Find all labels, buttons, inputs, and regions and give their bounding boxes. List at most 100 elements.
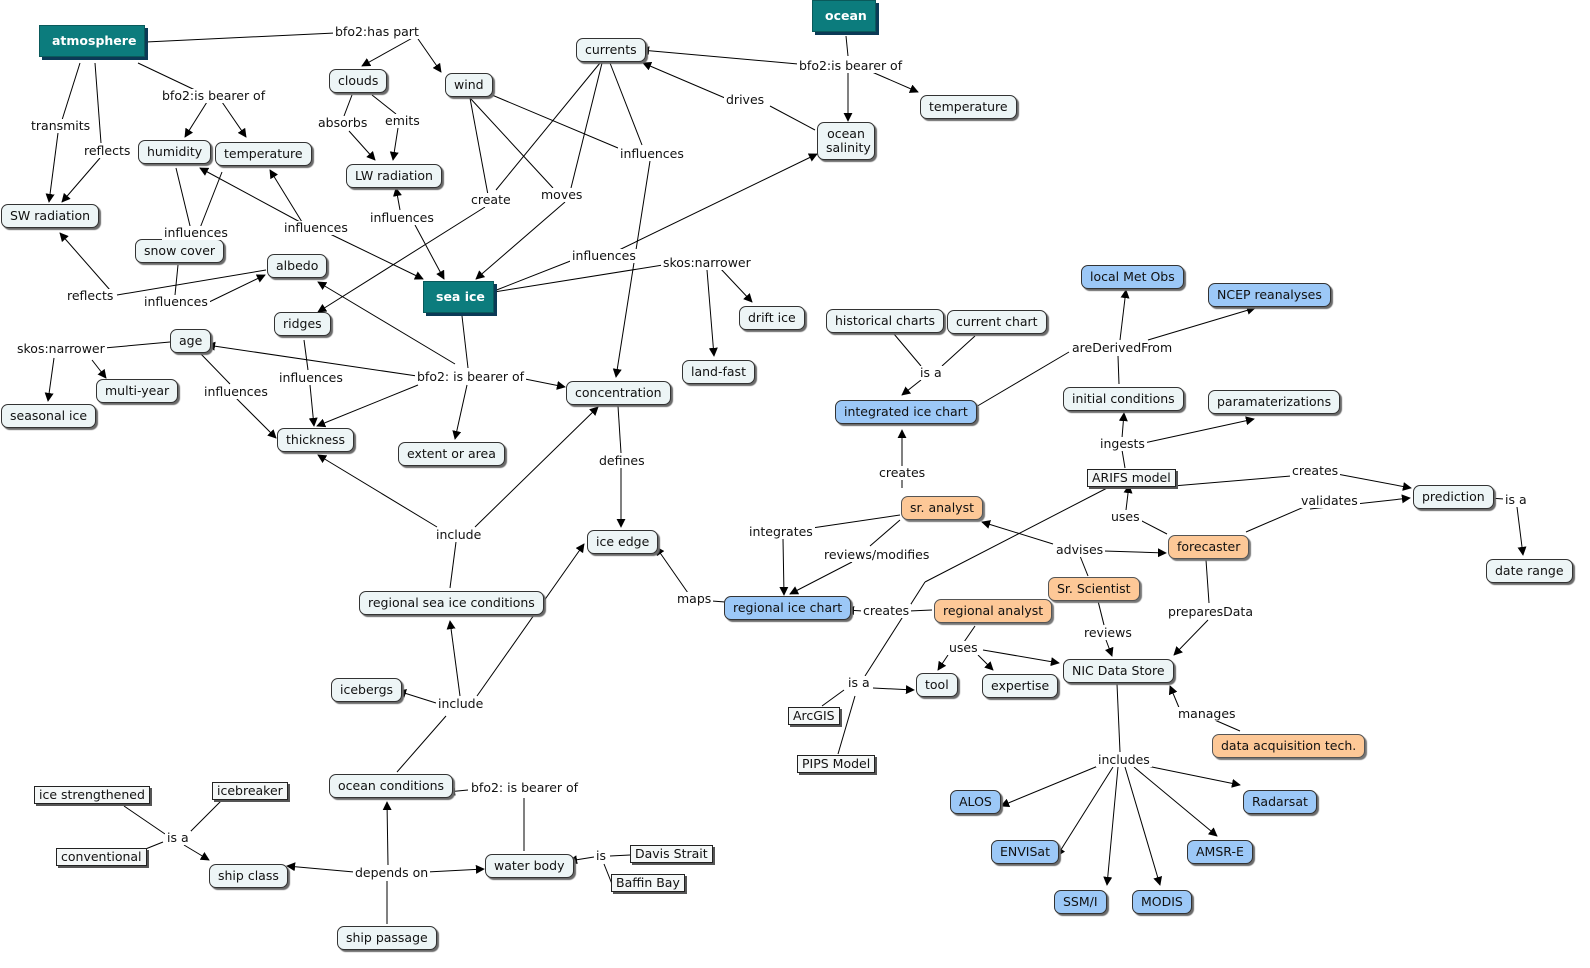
node-water-body[interactable]: water body — [485, 854, 574, 878]
link-reviews-modifies: reviews/modifies — [822, 547, 932, 562]
node-ocean-conditions[interactable]: ocean conditions — [329, 774, 454, 798]
node-arifs-model[interactable]: ARIFS model — [1087, 469, 1176, 487]
link-emits: emits — [383, 113, 422, 128]
link-includes: includes — [1096, 752, 1152, 767]
node-arcgis[interactable]: ArcGIS — [788, 707, 840, 725]
node-land-fast[interactable]: land-fast — [682, 360, 755, 384]
node-local-met-obs[interactable]: local Met Obs — [1081, 265, 1184, 289]
node-ice-edge[interactable]: ice edge — [587, 530, 659, 554]
node-amsr-e[interactable]: AMSR-E — [1187, 840, 1253, 864]
node-conventional[interactable]: conventional — [56, 848, 147, 866]
link-creates-regional: creates — [861, 603, 912, 618]
node-ocean-salinity[interactable]: ocean salinity — [817, 122, 875, 160]
ocean-salinity-line-1: ocean — [827, 126, 865, 141]
link-bearer-water: bfo2: is bearer of — [469, 780, 581, 795]
node-tool[interactable]: tool — [916, 673, 958, 697]
node-lw-radiation[interactable]: LW radiation — [346, 164, 442, 188]
link-is-body: is — [594, 848, 608, 863]
link-manages: manages — [1176, 706, 1238, 721]
link-creates-analyst: creates — [877, 465, 928, 480]
node-wind[interactable]: wind — [445, 73, 493, 97]
link-is-a-ship: is a — [165, 830, 191, 845]
node-historical-charts[interactable]: historical charts — [826, 309, 945, 333]
node-prediction[interactable]: prediction — [1413, 485, 1494, 509]
node-integrated-ice-chart[interactable]: integrated ice chart — [835, 400, 977, 424]
node-expertise[interactable]: expertise — [982, 674, 1059, 698]
link-influences-salinity: influences — [570, 248, 638, 263]
node-date-range[interactable]: date range — [1486, 559, 1573, 583]
link-skos-narrower-age: skos:narrower — [15, 341, 107, 356]
link-moves: moves — [539, 187, 585, 202]
link-uses-regional: uses — [947, 640, 980, 655]
node-atmosphere[interactable]: atmosphere — [39, 25, 145, 57]
node-data-acquisition-tech[interactable]: data acquisition tech. — [1212, 734, 1366, 758]
node-clouds[interactable]: clouds — [329, 69, 388, 93]
link-drives: drives — [724, 92, 767, 107]
node-nic-data-store[interactable]: NIC Data Store — [1063, 659, 1174, 683]
node-thickness[interactable]: thickness — [277, 428, 355, 452]
node-seasonal-ice[interactable]: seasonal ice — [1, 404, 97, 428]
node-snow-cover[interactable]: snow cover — [135, 239, 225, 263]
link-creates-model: creates — [1290, 463, 1341, 478]
node-sr-analyst[interactable]: sr. analyst — [901, 496, 983, 520]
link-has-part: bfo2:has part — [333, 24, 421, 39]
node-ridges[interactable]: ridges — [274, 312, 331, 336]
link-bearer-atmosphere: bfo2:is bearer of — [160, 88, 268, 103]
node-ssmi[interactable]: SSM/I — [1054, 890, 1107, 914]
node-alos[interactable]: ALOS — [950, 790, 1001, 814]
node-concentration[interactable]: concentration — [566, 381, 671, 405]
node-drift-ice[interactable]: drift ice — [739, 306, 805, 330]
node-current-chart[interactable]: current chart — [947, 310, 1047, 334]
link-influences-currents: influences — [618, 146, 686, 161]
node-icebergs[interactable]: icebergs — [331, 678, 403, 702]
node-ncep-reanalyses[interactable]: NCEP reanalyses — [1208, 283, 1331, 307]
link-influences-albedo: influences — [142, 294, 210, 309]
node-regional-analyst[interactable]: regional analyst — [934, 599, 1053, 623]
node-age[interactable]: age — [170, 329, 212, 353]
link-ingests: ingests — [1098, 436, 1147, 451]
node-radarsat[interactable]: Radarsat — [1243, 790, 1317, 814]
link-maps: maps — [675, 591, 714, 606]
node-regional-ice-chart[interactable]: regional ice chart — [724, 596, 852, 620]
link-absorbs: absorbs — [316, 115, 370, 130]
node-ship-class[interactable]: ship class — [209, 864, 288, 888]
node-currents[interactable]: currents — [576, 38, 646, 62]
node-modis[interactable]: MODIS — [1132, 890, 1192, 914]
link-is-a-chart: is a — [918, 365, 944, 380]
link-influences-age: influences — [202, 384, 270, 399]
node-pips-model[interactable]: PIPS Model — [797, 755, 876, 773]
link-influences-mid: influences — [282, 220, 350, 235]
node-temperature-atmo[interactable]: temperature — [215, 142, 312, 166]
link-reflects-2: reflects — [65, 288, 116, 303]
node-paramaterizations[interactable]: paramaterizations — [1208, 390, 1341, 414]
node-ocean[interactable]: ocean — [812, 0, 876, 32]
link-depends-on: depends on — [353, 865, 431, 880]
node-albedo[interactable]: albedo — [267, 254, 328, 278]
link-is-a-prediction: is a — [1503, 492, 1529, 507]
node-envisat[interactable]: ENVISat — [991, 840, 1059, 864]
node-davis-strait[interactable]: Davis Strait — [630, 845, 713, 863]
node-multi-year[interactable]: multi-year — [96, 379, 179, 403]
link-prepares-data: preparesData — [1166, 604, 1255, 619]
ocean-salinity-line-2: salinity — [826, 140, 871, 155]
node-sea-ice[interactable]: sea ice — [423, 281, 494, 313]
node-icebreaker[interactable]: icebreaker — [212, 782, 288, 800]
link-bearer-sea-ice: bfo2: is bearer of — [415, 369, 527, 384]
node-temperature-ocean[interactable]: temperature — [920, 95, 1017, 119]
link-bearer-ocean: bfo2:is bearer of — [797, 58, 905, 73]
link-reflects-1: reflects — [82, 143, 133, 158]
node-initial-conditions[interactable]: initial conditions — [1063, 387, 1184, 411]
node-ship-passage[interactable]: ship passage — [337, 926, 437, 950]
node-regional-sea-ice-conditions[interactable]: regional sea ice conditions — [359, 591, 544, 615]
link-defines: defines — [597, 453, 647, 468]
node-baffin-bay[interactable]: Baffin Bay — [611, 874, 685, 892]
node-sr-scientist[interactable]: Sr. Scientist — [1048, 577, 1140, 601]
link-create: create — [469, 192, 513, 207]
node-sw-radiation[interactable]: SW radiation — [1, 204, 100, 228]
node-forecaster[interactable]: forecaster — [1168, 535, 1250, 559]
link-influences-ridges: influences — [277, 370, 345, 385]
node-extent-or-area[interactable]: extent or area — [398, 442, 505, 466]
node-humidity[interactable]: humidity — [138, 140, 212, 164]
node-ice-strengthened[interactable]: ice strengthened — [34, 786, 150, 804]
